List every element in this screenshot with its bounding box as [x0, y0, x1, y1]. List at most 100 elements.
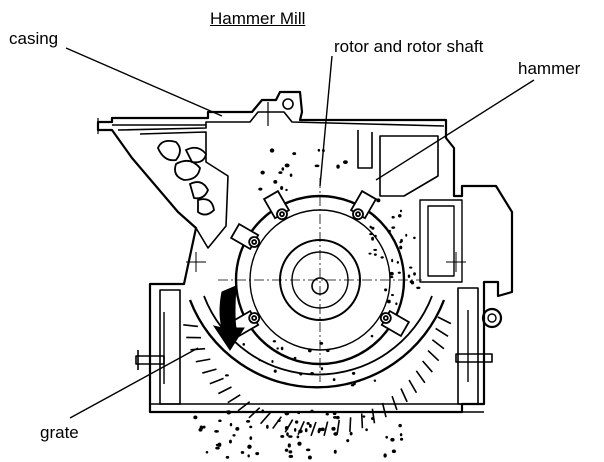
- grate-bar: [272, 416, 282, 430]
- particle: [391, 215, 395, 219]
- grate-leader: [69, 347, 199, 419]
- casing-inner: [117, 111, 445, 131]
- rotation-arrow: [212, 285, 245, 351]
- particle: [317, 429, 321, 434]
- particle: [384, 288, 388, 292]
- particle: [407, 274, 411, 278]
- particle: [273, 179, 278, 184]
- particle: [380, 256, 384, 259]
- grate-bar: [248, 407, 261, 419]
- particle: [308, 423, 312, 428]
- particle: [281, 167, 285, 171]
- particle: [232, 434, 236, 437]
- rock: [174, 159, 201, 181]
- grate-bar: [323, 421, 329, 437]
- particle: [389, 271, 394, 276]
- particle: [391, 258, 394, 263]
- grate-bar: [391, 395, 398, 411]
- particle: [304, 428, 308, 433]
- particle: [389, 276, 394, 279]
- particle: [271, 360, 274, 364]
- particle: [368, 252, 372, 255]
- particle: [386, 299, 391, 304]
- rotor-leader: [319, 55, 333, 187]
- particle: [390, 437, 395, 442]
- particle: [310, 372, 314, 376]
- particle: [399, 437, 404, 441]
- particle: [246, 420, 251, 423]
- particle: [400, 238, 403, 243]
- particle: [362, 415, 366, 418]
- particle: [333, 432, 338, 436]
- particle: [217, 442, 222, 447]
- particle: [225, 410, 229, 414]
- particle: [388, 229, 391, 233]
- particle: [320, 367, 324, 371]
- particle: [247, 444, 252, 449]
- rock: [184, 146, 207, 164]
- particle: [333, 449, 337, 454]
- bottom-frame: [149, 284, 484, 413]
- particle: [399, 433, 403, 437]
- particle: [288, 450, 293, 454]
- grate-bar: [227, 394, 241, 404]
- grate-bar: [431, 339, 445, 350]
- diagram-title: Hammer Mill: [210, 9, 306, 28]
- particle: [240, 451, 245, 454]
- particle: [320, 427, 325, 432]
- rock: [188, 181, 209, 200]
- particle: [319, 341, 324, 345]
- grate-label: grate: [40, 423, 79, 442]
- particle: [398, 423, 402, 428]
- particle: [390, 293, 395, 297]
- grate-bar: [190, 347, 206, 351]
- particle: [230, 342, 233, 346]
- casing-body: [96, 90, 514, 414]
- particle: [306, 421, 310, 425]
- particle: [371, 236, 374, 241]
- particle: [278, 171, 283, 174]
- particle: [416, 286, 421, 290]
- particle: [297, 410, 301, 415]
- particle: [314, 164, 320, 168]
- grate-bar: [336, 419, 341, 435]
- particle: [292, 152, 297, 156]
- particle: [284, 426, 289, 431]
- particle: [331, 426, 336, 431]
- particle: [310, 409, 314, 413]
- particle: [261, 409, 265, 414]
- particle: [296, 435, 300, 439]
- particle: [391, 449, 397, 454]
- particle: [335, 415, 340, 420]
- particle: [395, 302, 398, 306]
- particle: [297, 441, 302, 446]
- particle: [399, 245, 403, 250]
- particle: [342, 160, 348, 165]
- grate-outer: [188, 299, 446, 389]
- particle: [413, 236, 416, 240]
- hammer: [262, 189, 291, 221]
- particle: [294, 420, 299, 424]
- particle: [247, 454, 250, 458]
- particle: [365, 428, 368, 432]
- particle: [397, 271, 401, 274]
- particle: [284, 448, 289, 452]
- particle: [269, 148, 275, 153]
- particle: [215, 446, 220, 450]
- particle: [373, 253, 377, 256]
- particle: [332, 378, 336, 382]
- particle: [308, 349, 312, 353]
- particle: [374, 234, 377, 238]
- hammer: [379, 309, 411, 338]
- particle: [289, 173, 293, 177]
- right-bolt-inner: [487, 313, 497, 323]
- grate-bar: [400, 388, 408, 403]
- casing-leader: [65, 47, 223, 117]
- particle: [205, 451, 209, 454]
- rock: [197, 198, 215, 216]
- particle: [273, 369, 277, 373]
- grate-bar: [371, 408, 376, 424]
- particle: [293, 356, 297, 360]
